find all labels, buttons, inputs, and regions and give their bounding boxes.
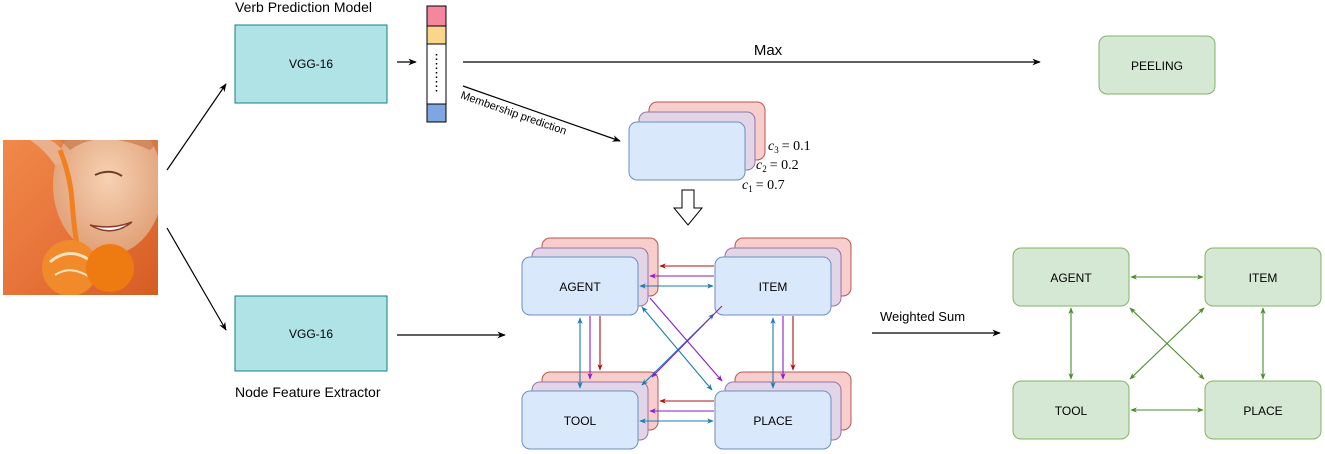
graph-in-tool-label: TOOL (564, 414, 597, 428)
membership-stack (628, 101, 766, 181)
graph-in-tool-stack (521, 371, 659, 450)
graph-in-item-stack (714, 237, 852, 316)
down-arrow-icon (672, 189, 704, 226)
graph-in-item-label: ITEM (759, 280, 788, 294)
peeling-label: PEELING (1131, 59, 1183, 73)
vgg-box-bottom (234, 295, 388, 372)
graph-in-place-label: PLACE (753, 414, 792, 428)
graph-in-agent-stack (521, 237, 659, 316)
vgg-label-top: VGG-16 (289, 57, 333, 71)
graph-out-agent-box (1012, 247, 1130, 307)
coef-c3: c3= 0.1 (768, 139, 811, 155)
graph-in-edges (577, 263, 796, 424)
graph-out-place-box (1204, 380, 1322, 440)
graph-in-agent-label: AGENT (559, 280, 601, 294)
graph-out-tool-label: TOOL (1055, 404, 1088, 418)
max-label: Max (754, 42, 783, 59)
coef-c1: c1= 0.7 (742, 178, 785, 194)
weighted-sum-label: Weighted Sum (880, 309, 965, 324)
graph-out-agent-label: AGENT (1050, 271, 1092, 285)
node-extractor-label: Node Feature Extractor (235, 384, 381, 400)
peeling-box (1098, 35, 1216, 95)
prediction-vector (426, 5, 447, 123)
graph-out-item-box (1204, 247, 1322, 307)
graph-out-edges (1068, 274, 1266, 413)
graph-in-place-stack (714, 371, 852, 450)
input-photo (3, 140, 158, 295)
vgg-label-bottom: VGG-16 (289, 327, 333, 341)
graph-out-item-label: ITEM (1249, 271, 1278, 285)
vgg-box-top (234, 24, 388, 104)
membership-label: Membership prediction (459, 90, 568, 138)
graph-out-place-label: PLACE (1243, 404, 1282, 418)
coef-c2: c2= 0.2 (756, 158, 799, 174)
graph-out-tool-box (1012, 380, 1130, 440)
verb-model-label: Verb Prediction Model (235, 0, 372, 15)
